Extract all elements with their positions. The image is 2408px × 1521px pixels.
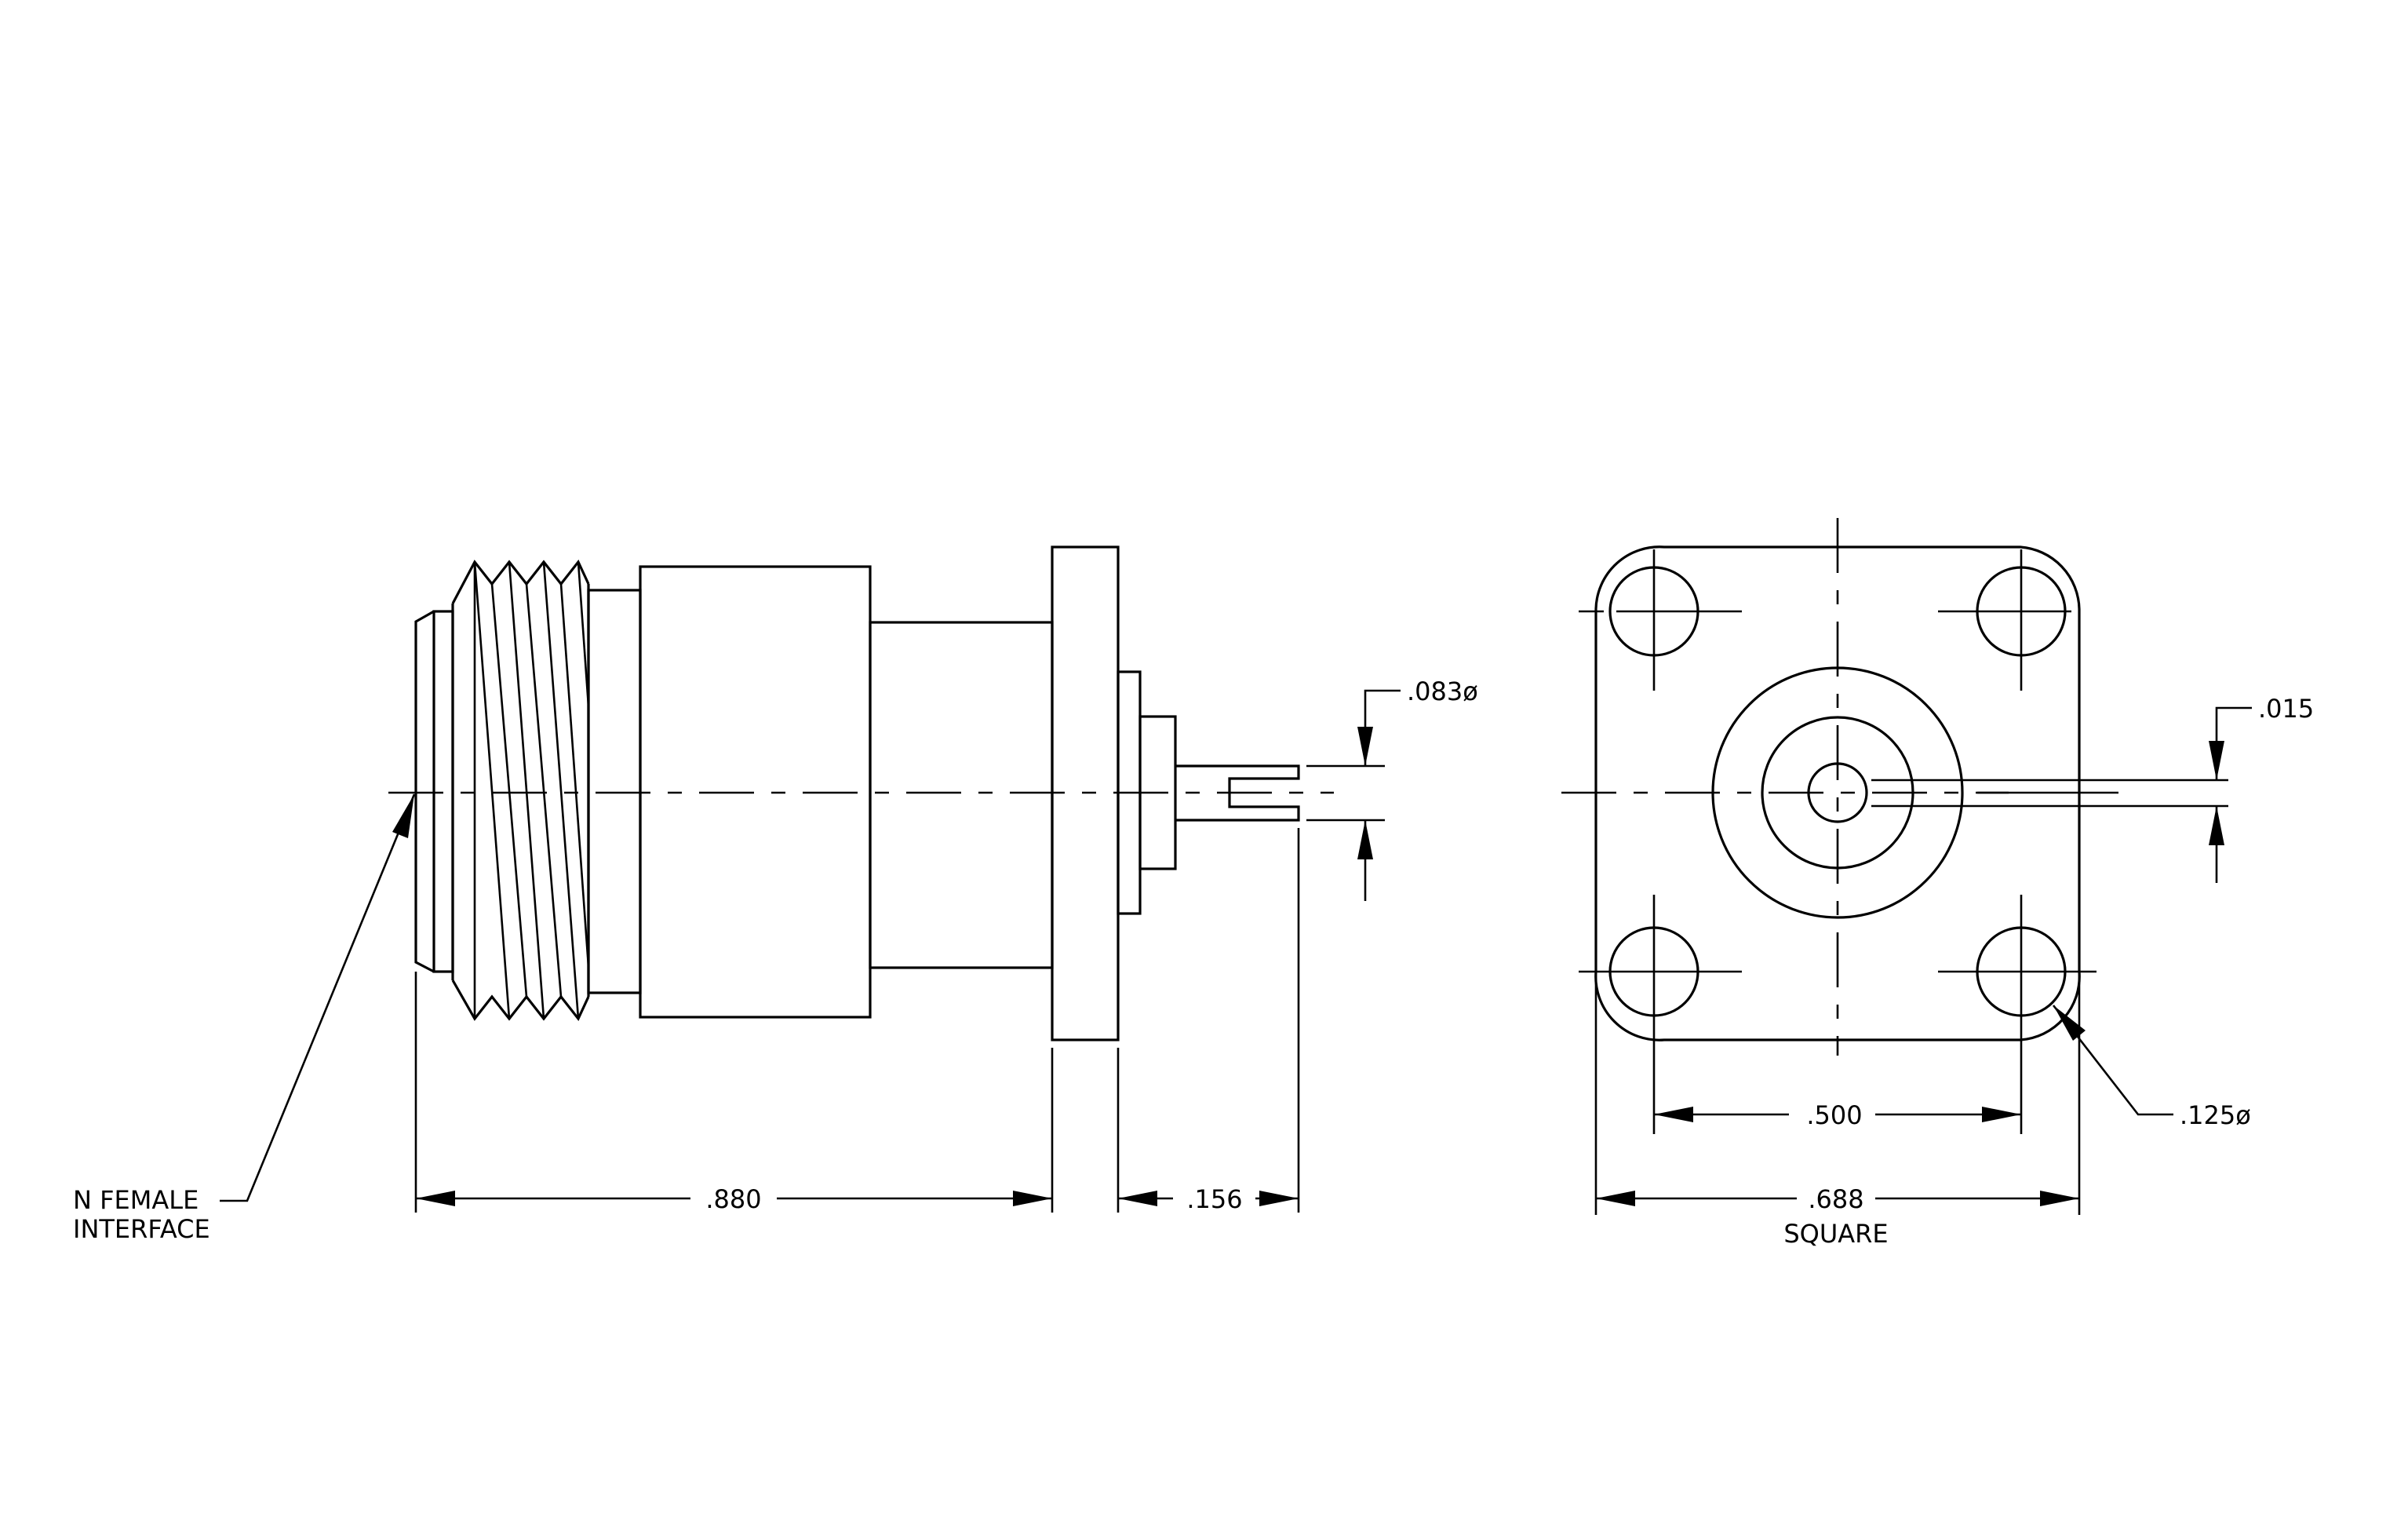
dim-500-label: .500	[1806, 1100, 1862, 1130]
dim-125: .125ø	[2052, 1005, 2251, 1130]
dim-880: .880	[416, 1184, 1052, 1214]
dim-125-label: .125ø	[2180, 1100, 2251, 1130]
dim-500: .500	[1654, 1100, 2021, 1130]
thread-section	[451, 559, 590, 1022]
callout-line2: INTERFACE	[73, 1214, 210, 1244]
interface-callout: N FEMALE INTERFACE	[73, 793, 416, 1244]
dim-156-label: .156	[1186, 1184, 1242, 1214]
square-flange	[1594, 545, 2081, 1041]
dim-688-note: SQUARE	[1783, 1219, 1888, 1249]
dim-688: .688 SQUARE	[1596, 1184, 2079, 1249]
dim-015-label: .015	[2258, 694, 2314, 724]
dim-688-label: .688	[1808, 1184, 1863, 1214]
front-view: .015 .125ø .500 .688 SQUARE	[1561, 518, 2314, 1249]
dim-880-label: .880	[705, 1184, 761, 1214]
dim-083-label: .083ø	[1407, 677, 1478, 706]
dim-015: .015	[2209, 694, 2314, 883]
dim-083: .083ø	[1306, 677, 1478, 901]
dim-156: .156	[1118, 1184, 1299, 1214]
callout-line1: N FEMALE	[73, 1185, 199, 1215]
side-view: .880 .156 .083ø N FEMALE INTERFACE	[73, 545, 1478, 1244]
